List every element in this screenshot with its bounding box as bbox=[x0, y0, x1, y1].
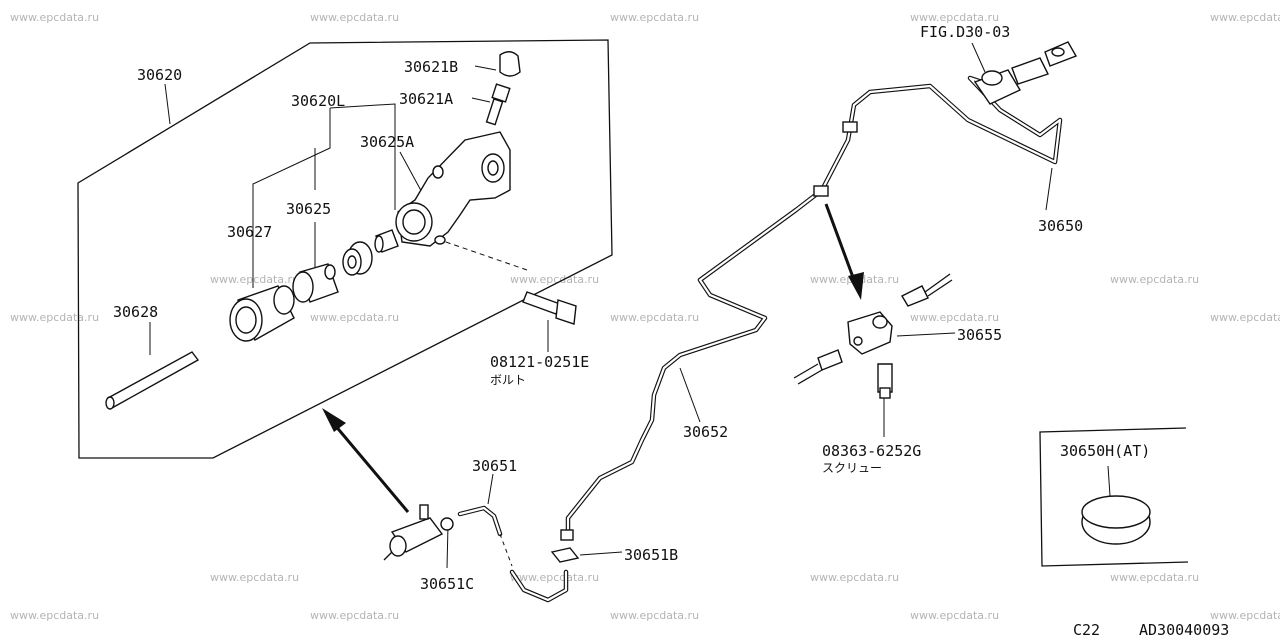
watermark: www.epcdata.ru bbox=[810, 571, 899, 584]
clutch-pipe-30652 bbox=[560, 75, 1063, 541]
boot-30627 bbox=[229, 285, 295, 342]
watermark: www.epcdata.ru bbox=[910, 609, 999, 622]
watermark: www.epcdata.ru bbox=[910, 11, 999, 24]
watermark: www.epcdata.ru bbox=[210, 571, 299, 584]
label-30651: 30651 bbox=[472, 457, 517, 475]
label-30625a: 30625A bbox=[360, 133, 414, 151]
watermark: www.epcdata.ru bbox=[310, 11, 399, 24]
watermark: www.epcdata.ru bbox=[310, 609, 399, 622]
watermark: www.epcdata.ru bbox=[210, 273, 299, 286]
footer: C22 AD30040093 bbox=[1073, 621, 1229, 639]
watermark: www.epcdata.ru bbox=[1210, 311, 1280, 324]
piston-30625 bbox=[292, 263, 339, 303]
bolt bbox=[522, 291, 577, 325]
label-30620l: 30620L bbox=[291, 92, 345, 110]
watermark: www.epcdata.ru bbox=[1110, 273, 1199, 286]
label-30627: 30627 bbox=[227, 223, 272, 241]
watermark: www.epcdata.ru bbox=[1210, 609, 1280, 622]
label-30651b: 30651B bbox=[624, 546, 678, 564]
plug-30650h bbox=[1081, 465, 1151, 545]
arrow-to-connector bbox=[824, 203, 864, 300]
watermark: www.epcdata.ru bbox=[610, 11, 699, 24]
label-bolt-name: ボルト bbox=[490, 373, 526, 387]
operating-cylinder-body bbox=[395, 131, 511, 247]
fitting-upper bbox=[901, 273, 953, 307]
watermark: www.epcdata.ru bbox=[510, 571, 599, 584]
label-30625: 30625 bbox=[286, 200, 331, 218]
label-30655: 30655 bbox=[957, 326, 1002, 344]
label-30628: 30628 bbox=[113, 303, 158, 321]
label-bolt-code: 08121-0251E bbox=[490, 353, 589, 371]
watermark: www.epcdata.ru bbox=[10, 311, 99, 324]
clutch-hose-30651 bbox=[457, 505, 580, 603]
bleeder-cap-b bbox=[499, 51, 521, 77]
label-screw-name: スクリュー bbox=[822, 461, 882, 475]
watermark-layer: www.epcdata.ru www.epcdata.ru www.epcdat… bbox=[10, 11, 1280, 622]
label-30620: 30620 bbox=[137, 66, 182, 84]
watermark: www.epcdata.ru bbox=[10, 11, 99, 24]
leader-lines bbox=[149, 42, 1053, 569]
watermark: www.epcdata.ru bbox=[510, 273, 599, 286]
watermark: www.epcdata.ru bbox=[1110, 571, 1199, 584]
piston-seal-small bbox=[374, 229, 399, 253]
label-30621a: 30621A bbox=[399, 90, 453, 108]
watermark: www.epcdata.ru bbox=[10, 609, 99, 622]
watermark: www.epcdata.ru bbox=[1210, 11, 1280, 24]
bleeder-screw-a bbox=[485, 83, 511, 126]
footer-code: AD30040093 bbox=[1139, 621, 1229, 639]
watermark: www.epcdata.ru bbox=[610, 311, 699, 324]
label-screw-code: 08363-6252G bbox=[822, 442, 921, 460]
connector-30655 bbox=[847, 311, 893, 355]
assembly-frame bbox=[77, 39, 613, 459]
push-rod-30628 bbox=[105, 351, 200, 410]
watermark: www.epcdata.ru bbox=[310, 311, 399, 324]
label-30651c: 30651C bbox=[420, 575, 474, 593]
label-30650: 30650 bbox=[1038, 217, 1083, 235]
arrow-to-assembly bbox=[322, 408, 410, 513]
label-30621b: 30621B bbox=[404, 58, 458, 76]
watermark: www.epcdata.ru bbox=[610, 609, 699, 622]
part-labels: 30620 30620L 30621B 30621A 30625A 30625 … bbox=[113, 23, 1150, 593]
master-cylinder-ref bbox=[973, 41, 1078, 105]
label-30652: 30652 bbox=[683, 423, 728, 441]
label-30650h: 30650H(AT) bbox=[1060, 442, 1150, 460]
watermark: www.epcdata.ru bbox=[910, 311, 999, 324]
operating-cylinder-lower bbox=[383, 504, 454, 561]
inset-frame bbox=[1039, 427, 1189, 567]
footer-model: C22 bbox=[1073, 621, 1100, 639]
screw-08363 bbox=[877, 363, 893, 399]
piston-cup-30625 bbox=[342, 241, 373, 276]
label-fig-ref: FIG.D30-03 bbox=[920, 23, 1010, 41]
fitting-lower bbox=[793, 349, 843, 385]
